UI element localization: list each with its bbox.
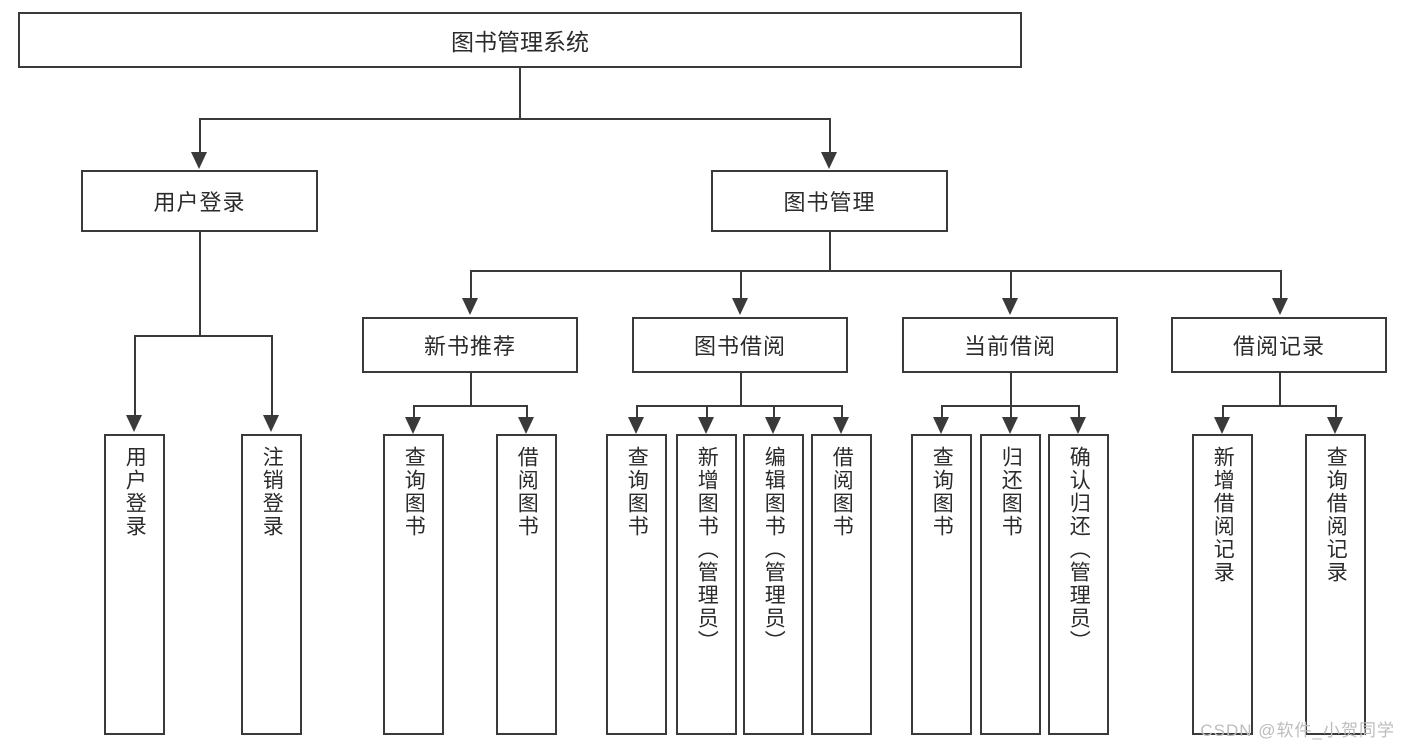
leaf-label: 查询借阅记录 — [1324, 446, 1348, 584]
connector-borrow-record-drop-2 — [1335, 405, 1337, 419]
connector-user-login-drop-1 — [134, 335, 136, 417]
arrow-down-icon — [1070, 417, 1086, 434]
node-current-borrow[interactable]: 当前借阅 — [902, 317, 1118, 373]
leaf-current-borrow-query[interactable]: 查询图书 — [911, 434, 972, 735]
leaf-current-borrow-return[interactable]: 归还图书 — [980, 434, 1041, 735]
connector-book-manage-drop-4 — [1280, 270, 1282, 300]
node-label: 用户登录 — [153, 190, 246, 215]
connector-borrow-record-bus — [1222, 405, 1337, 407]
arrow-down-icon — [1214, 417, 1230, 434]
connector-book-manage-drop-2 — [740, 270, 742, 300]
node-label: 图书借阅 — [693, 334, 786, 359]
leaf-label: 归还图书 — [999, 446, 1023, 538]
leaf-label: 用户登录 — [123, 446, 147, 538]
arrow-down-icon — [405, 417, 421, 434]
connector-user-login-bus — [134, 335, 272, 337]
leaf-label: 查询图书 — [625, 446, 649, 538]
leaf-borrow-record-add[interactable]: 新增借阅记录 — [1192, 434, 1253, 735]
leaf-label: 新增借阅记录 — [1211, 446, 1235, 584]
connector-book-manage-drop-1 — [470, 270, 472, 300]
node-label: 图书管理 — [783, 190, 876, 215]
arrow-down-icon — [1002, 298, 1018, 315]
arrow-down-icon — [1002, 417, 1018, 434]
arrow-down-icon — [628, 417, 644, 434]
node-book-borrow[interactable]: 图书借阅 — [632, 317, 848, 373]
leaf-label: 新增图书（管理员） — [695, 446, 719, 653]
arrow-down-icon — [698, 417, 714, 434]
arrow-down-icon — [191, 152, 207, 169]
arrow-down-icon — [933, 417, 949, 434]
arrow-down-icon — [462, 298, 478, 315]
node-label: 当前借阅 — [963, 334, 1056, 359]
connector-book-manage-stem — [829, 232, 831, 270]
arrow-down-icon — [1327, 417, 1343, 434]
leaf-current-borrow-confirm-return[interactable]: 确认归还（管理员） — [1048, 434, 1109, 735]
arrow-down-icon — [518, 417, 534, 434]
connector-root-stem — [519, 68, 521, 118]
leaf-label: 注销登录 — [260, 446, 284, 538]
arrow-down-icon — [263, 415, 279, 432]
leaf-user-login-login[interactable]: 用户登录 — [104, 434, 165, 735]
leaf-label: 确认归还（管理员） — [1067, 446, 1091, 653]
node-new-book-recommend[interactable]: 新书推荐 — [362, 317, 578, 373]
connector-new-book-bus — [413, 405, 528, 407]
connector-book-borrow-drop-2 — [706, 405, 708, 419]
leaf-new-book-query[interactable]: 查询图书 — [383, 434, 444, 735]
arrow-down-icon — [732, 298, 748, 315]
connector-root-to-user-login — [199, 118, 201, 154]
leaf-label: 借阅图书 — [830, 446, 854, 538]
node-label: 借阅记录 — [1232, 334, 1325, 359]
node-book-manage[interactable]: 图书管理 — [711, 170, 948, 232]
connector-book-borrow-bus — [636, 405, 842, 407]
leaf-label: 编辑图书（管理员） — [762, 446, 786, 653]
connector-current-borrow-drop-3 — [1078, 405, 1080, 419]
connector-borrow-record-drop-1 — [1222, 405, 1224, 419]
connector-new-book-stem — [470, 373, 472, 405]
arrow-down-icon — [821, 152, 837, 169]
arrow-down-icon — [1272, 298, 1288, 315]
arrow-down-icon — [126, 415, 142, 432]
leaf-new-book-borrow[interactable]: 借阅图书 — [496, 434, 557, 735]
connector-new-book-drop-2 — [526, 405, 528, 419]
leaf-borrow-record-query[interactable]: 查询借阅记录 — [1305, 434, 1366, 735]
connector-book-borrow-stem — [740, 373, 742, 405]
arrow-down-icon — [833, 417, 849, 434]
connector-current-borrow-stem — [1010, 373, 1012, 405]
connector-user-login-drop-2 — [271, 335, 273, 417]
node-user-login[interactable]: 用户登录 — [81, 170, 318, 232]
leaf-label: 查询图书 — [930, 446, 954, 538]
leaf-book-borrow-query[interactable]: 查询图书 — [606, 434, 667, 735]
leaf-book-borrow-borrow[interactable]: 借阅图书 — [811, 434, 872, 735]
leaf-user-login-logout[interactable]: 注销登录 — [241, 434, 302, 735]
node-borrow-record[interactable]: 借阅记录 — [1171, 317, 1387, 373]
connector-current-borrow-drop-1 — [941, 405, 943, 419]
connector-root-to-book-manage — [829, 118, 831, 154]
node-label: 图书管理系统 — [451, 29, 589, 55]
leaf-label: 借阅图书 — [515, 446, 539, 538]
connector-root-bus — [199, 118, 831, 120]
arrow-down-icon — [765, 417, 781, 434]
connector-book-borrow-drop-3 — [773, 405, 775, 419]
leaf-book-borrow-edit[interactable]: 编辑图书（管理员） — [743, 434, 804, 735]
node-label: 新书推荐 — [423, 334, 516, 359]
connector-borrow-record-stem — [1279, 373, 1281, 405]
connector-book-borrow-drop-4 — [841, 405, 843, 419]
connector-new-book-drop-1 — [413, 405, 415, 419]
connector-user-login-stem — [199, 232, 201, 335]
node-root-system[interactable]: 图书管理系统 — [18, 12, 1022, 68]
leaf-label: 查询图书 — [402, 446, 426, 538]
leaf-book-borrow-add[interactable]: 新增图书（管理员） — [676, 434, 737, 735]
connector-current-borrow-drop-2 — [1010, 405, 1012, 419]
connector-book-borrow-drop-1 — [636, 405, 638, 419]
connector-book-manage-drop-3 — [1010, 270, 1012, 300]
connector-book-manage-bus — [470, 270, 1280, 272]
